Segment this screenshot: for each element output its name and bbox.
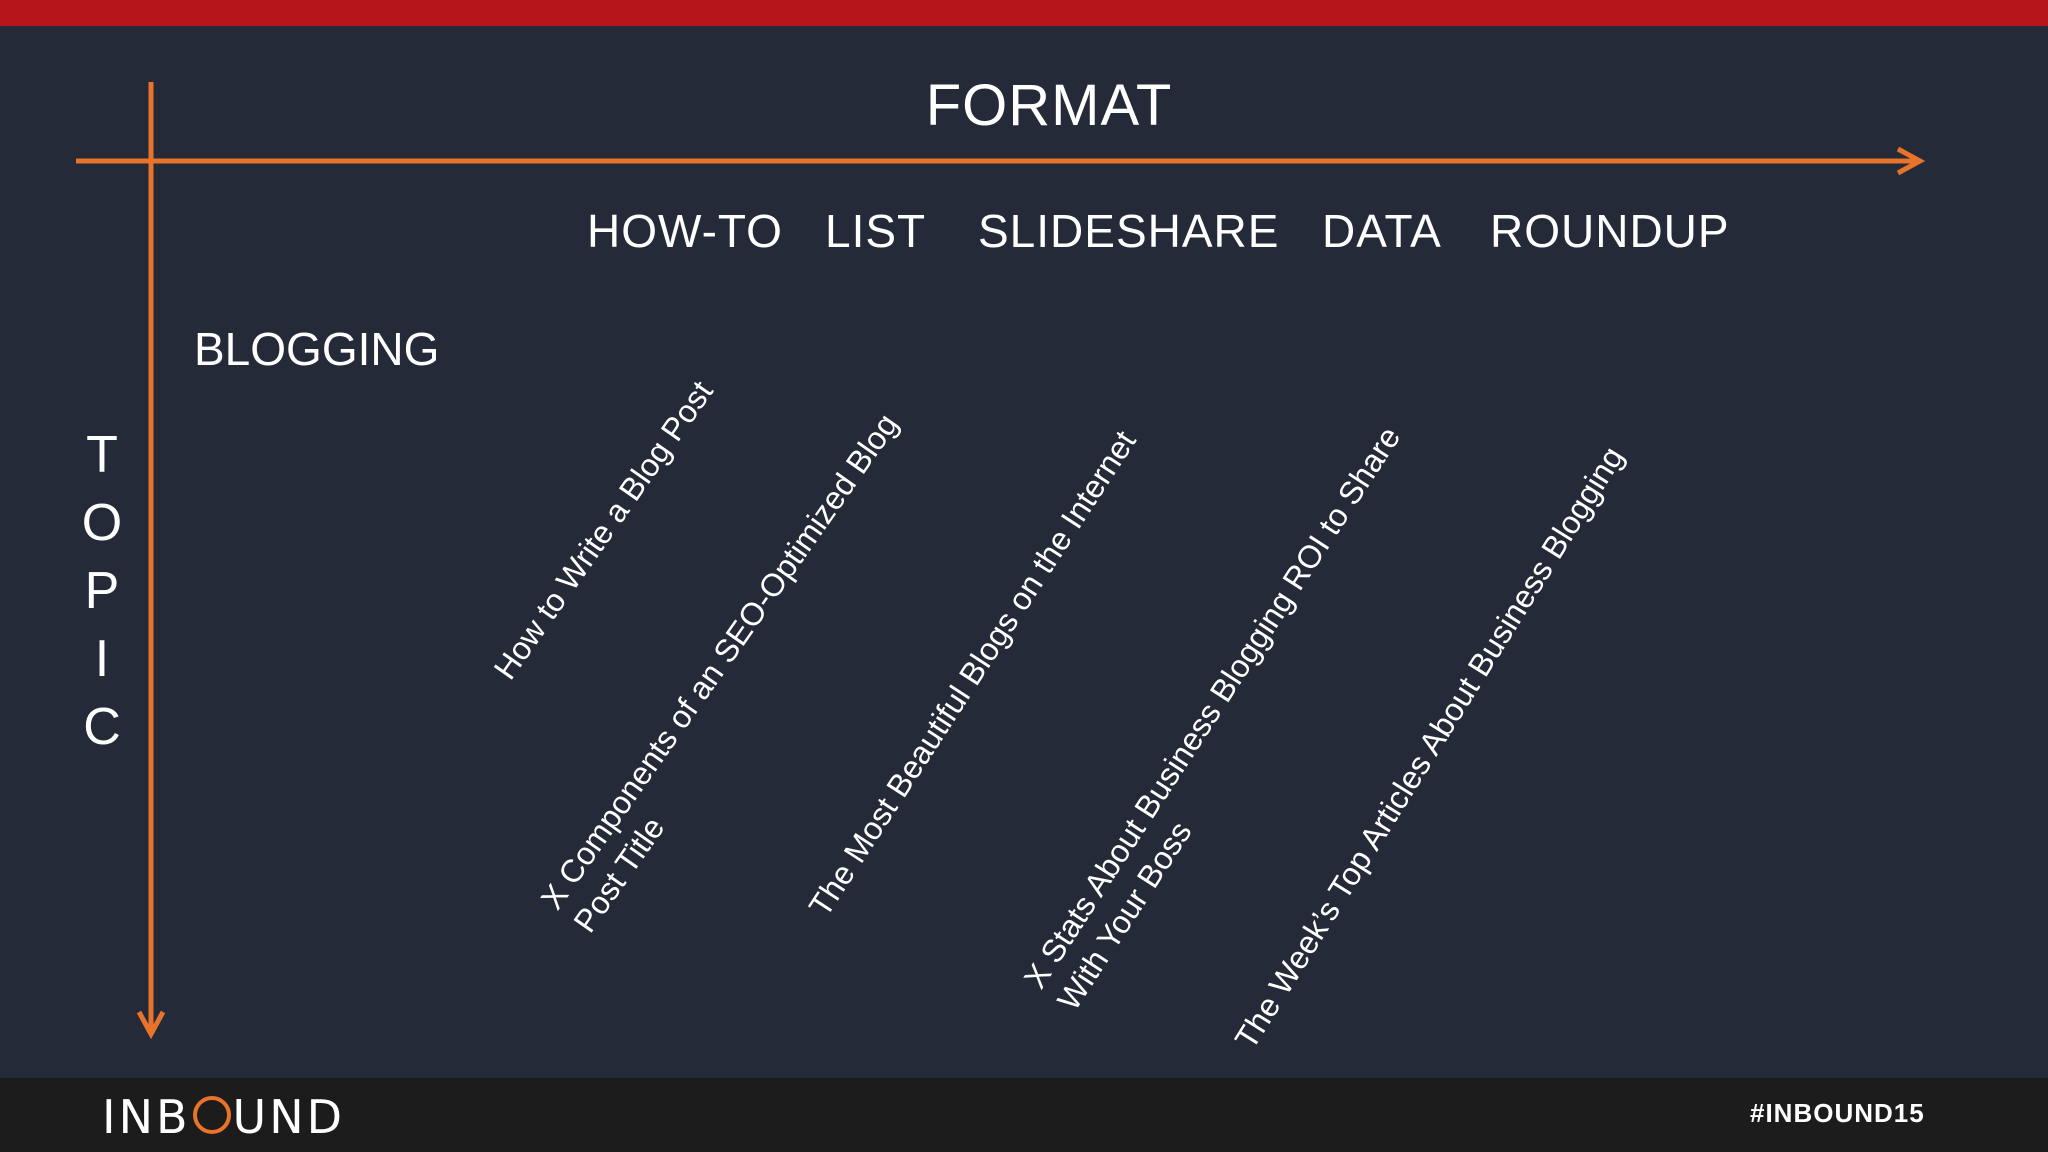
logo-o-ring bbox=[192, 1096, 231, 1134]
format-axis-title: FORMAT bbox=[925, 73, 1173, 138]
logo-text-start: INB bbox=[102, 1090, 191, 1144]
topic-letter: P bbox=[84, 562, 120, 620]
logo-text-end: UND bbox=[232, 1090, 346, 1144]
topic-axis-arrowhead bbox=[136, 1010, 166, 1040]
column-header-data: DATA bbox=[1322, 205, 1442, 257]
inbound-logo: INB UND bbox=[102, 1090, 345, 1144]
topic-letter: T bbox=[86, 426, 118, 484]
event-hashtag: #INBOUND15 bbox=[1750, 1098, 1925, 1128]
column-header-how-to: HOW-TO bbox=[587, 205, 783, 257]
column-header-slideshare: SLIDESHARE bbox=[978, 205, 1280, 257]
column-header-list: LIST bbox=[825, 205, 927, 257]
topic-letter: C bbox=[83, 698, 121, 756]
topic-letter: O bbox=[81, 494, 123, 552]
footer-bar bbox=[0, 1078, 2048, 1152]
topic-letter: I bbox=[94, 630, 110, 688]
row-label-blogging: BLOGGING bbox=[194, 323, 440, 375]
top-accent-bar bbox=[0, 0, 2048, 26]
format-axis-arrowhead bbox=[1896, 146, 1926, 176]
column-header-roundup: ROUNDUP bbox=[1490, 205, 1730, 257]
